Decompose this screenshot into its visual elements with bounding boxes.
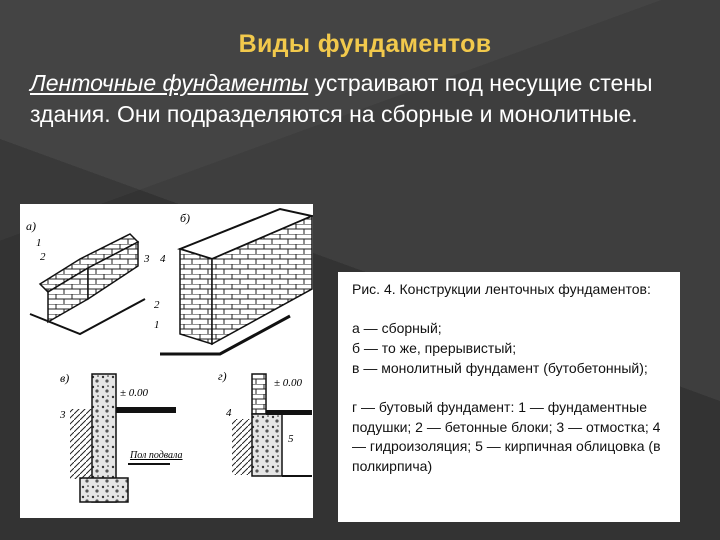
callout-1-b: 1 <box>154 319 160 331</box>
panel-label-v: в) <box>60 371 69 385</box>
caption-title: Рис. 4. Конструкции ленточных фундаменто… <box>352 281 651 297</box>
intro-emphasis: Ленточные фундаменты <box>30 70 309 96</box>
callout-3-b: 3 <box>143 253 150 265</box>
callout-2-a: 2 <box>40 251 46 263</box>
panel-label-a: а) <box>26 219 36 233</box>
caption-item-v: в — монолитный фундамент (бутобетонный); <box>352 360 648 376</box>
intro-paragraph: Ленточные фундаменты устраивают под несу… <box>30 68 690 131</box>
callout-4-g: 4 <box>226 407 232 419</box>
caption-item-a: а — сборный; <box>352 320 442 336</box>
panel-label-g: г) <box>218 369 227 383</box>
callout-5-g: 5 <box>288 433 294 445</box>
callout-2-b: 2 <box>154 299 160 311</box>
caption-item-g: г — бутовый фундамент: 1 — фундаментные … <box>352 399 661 474</box>
slide-title: Виды фундаментов <box>238 30 492 58</box>
caption-item-b: б — то же, прерывистый; <box>352 340 517 356</box>
basement-floor-label: Пол подвала <box>129 450 183 461</box>
caption-panel: Рис. 4. Конструкции ленточных фундаменто… <box>338 272 680 522</box>
panel-v-drawing <box>70 373 176 503</box>
level-mark-v: ± 0.00 <box>120 387 149 399</box>
level-mark-g: ± 0.00 <box>274 377 303 389</box>
foundation-figure: а) 1 2 б) 3 4 2 1 в) ± 0.00 3 Пол подвал… <box>20 204 313 518</box>
callout-1-a: 1 <box>36 237 42 249</box>
callout-3-v: 3 <box>59 409 66 421</box>
panel-label-b: б) <box>180 211 190 225</box>
panel-a-drawing <box>29 233 146 336</box>
foundation-drawing: а) 1 2 б) 3 4 2 1 в) ± 0.00 3 Пол подвал… <box>26 207 313 503</box>
panel-b-drawing <box>160 207 313 356</box>
intro-text: устраивают под несущие стены здания. Они… <box>30 70 653 128</box>
panel-g-drawing <box>232 373 312 477</box>
callout-4-b: 4 <box>160 253 166 265</box>
